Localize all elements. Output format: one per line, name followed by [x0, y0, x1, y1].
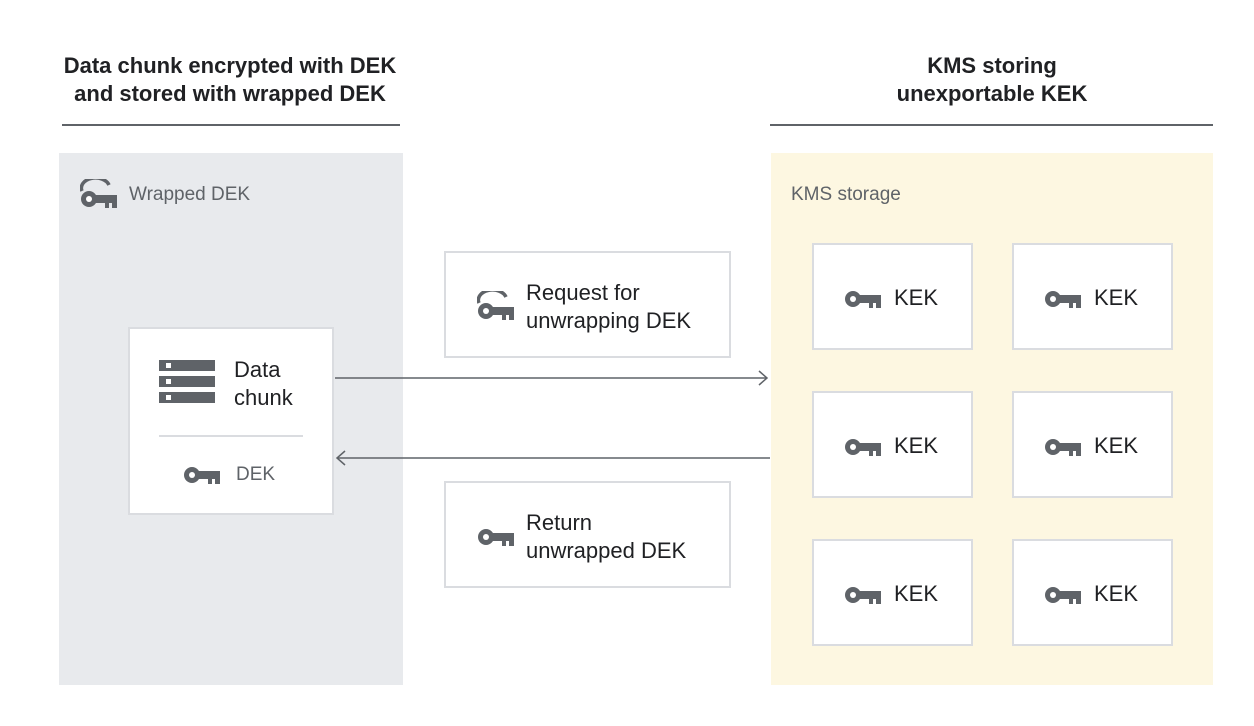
key-icon: [1045, 437, 1081, 457]
right-divider: [770, 124, 1213, 126]
wrapped-dek-label: Wrapped DEK: [129, 184, 251, 205]
kek-box: KEK: [812, 243, 973, 350]
request-arrow: [335, 370, 769, 386]
request-box: Request for unwrapping DEK: [444, 251, 731, 358]
left-header-line2: and stored with wrapped DEK: [74, 81, 386, 106]
wrapped-dek-panel: Wrapped DEK Data chunk DEK: [59, 153, 403, 685]
kek-box: KEK: [812, 391, 973, 498]
key-icon: [845, 289, 881, 309]
right-header: KMS storing unexportable KEK: [792, 52, 1192, 108]
key-icon: [845, 437, 881, 457]
kek-label: KEK: [1094, 433, 1139, 458]
response-box: Return unwrapped DEK: [444, 481, 731, 588]
response-line1: Return: [526, 510, 593, 535]
kek-label: KEK: [1094, 285, 1139, 310]
kek-box: KEK: [812, 539, 973, 646]
kek-label: KEK: [1094, 581, 1139, 606]
kek-label: KEK: [894, 433, 939, 458]
data-chunk-line1: Data: [234, 357, 281, 382]
kms-storage-label: KMS storage: [791, 184, 901, 205]
data-chunk-line2: chunk: [234, 385, 293, 410]
chunk-divider: [159, 435, 303, 437]
kek-label: KEK: [894, 581, 939, 606]
key-icon: [1045, 585, 1081, 605]
right-header-line1: KMS storing: [927, 53, 1057, 78]
left-divider: [62, 124, 400, 126]
kms-storage-panel: KMS storage KEK KEK KEK KEK KEK KEK: [771, 153, 1213, 685]
data-chunk-box: Data chunk DEK: [128, 327, 334, 515]
left-header-line1: Data chunk encrypted with DEK: [63, 53, 397, 78]
kek-box: KEK: [1012, 539, 1173, 646]
key-icon: [1045, 289, 1081, 309]
storage-icon: [159, 360, 215, 403]
kek-label: KEK: [894, 285, 939, 310]
request-label: Request for unwrapping DEK: [526, 279, 691, 335]
kek-box: KEK: [1012, 243, 1173, 350]
right-header-line2: unexportable KEK: [896, 81, 1088, 106]
kek-box: KEK: [1012, 391, 1173, 498]
data-chunk-label: Data chunk: [234, 356, 293, 412]
dek-label: DEK: [236, 464, 276, 485]
response-label: Return unwrapped DEK: [526, 509, 686, 565]
key-icon: [845, 585, 881, 605]
response-line2: unwrapped DEK: [526, 538, 687, 563]
left-header: Data chunk encrypted with DEK and stored…: [30, 52, 430, 108]
request-line2: unwrapping DEK: [526, 308, 692, 333]
request-line1: Request for: [526, 280, 640, 305]
response-arrow: [335, 450, 770, 466]
